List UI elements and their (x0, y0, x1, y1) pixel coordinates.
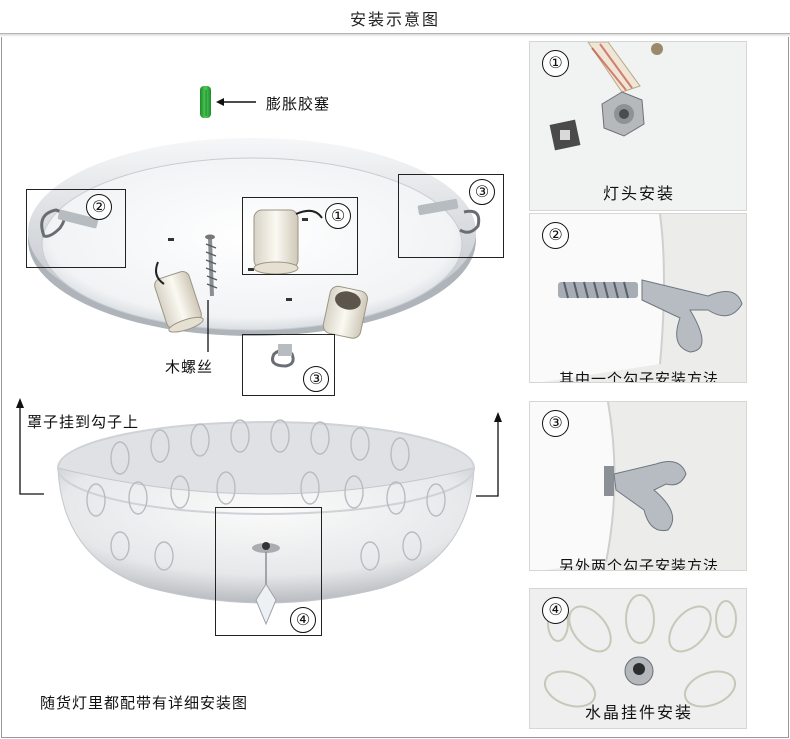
photo-number: ③ (542, 410, 569, 437)
marker-3: ③ (303, 366, 329, 392)
wall-anchor-icon (200, 86, 211, 118)
callout-box-3-bottom (242, 334, 335, 396)
page-title: 安装示意图 (349, 10, 440, 29)
lamp-socket-icon (154, 261, 204, 333)
lamp-socket-icon (322, 285, 368, 339)
photo-panel-2: ② 其中一个勾子安装方法 (529, 213, 747, 383)
photo-caption: 水晶挂件安装 (584, 703, 693, 722)
photo-number: ② (542, 222, 569, 249)
photo-number: ④ (542, 597, 569, 624)
hook-clip-icon (271, 344, 295, 368)
marker-2: ② (86, 194, 112, 220)
photo-caption: 另外两个勾子安装方法 (558, 557, 719, 571)
marker-3: ③ (469, 179, 495, 205)
hook-clip-icon (40, 208, 99, 238)
callout-box-3-right (398, 174, 504, 258)
wood-screw-icon (205, 234, 218, 297)
hook-clip-icon (417, 198, 481, 234)
bottom-note: 随货灯里都配带有详细安装图 (40, 694, 249, 712)
lamp-socket-icon (253, 209, 323, 275)
glass-shade-icon (57, 419, 475, 626)
marker-4: ④ (290, 607, 316, 633)
callout-box-4 (215, 507, 322, 636)
photo-panel-3: ③ 另外两个勾子安装方法 (529, 401, 747, 571)
callout-box-1 (242, 197, 358, 275)
photo-number: ① (542, 50, 569, 77)
wood-screw-label: 木螺丝 (165, 358, 214, 376)
marker-1: ① (325, 203, 351, 229)
callout-box-2 (26, 189, 126, 268)
photo-caption: 其中一个勾子安装方法 (558, 370, 719, 383)
photo-panel-1: ① 灯头安装 (529, 41, 747, 211)
photo-caption: 灯头安装 (602, 184, 675, 203)
photo-panel-4: ④ 水晶挂件安装 (529, 588, 747, 729)
title-bar: 安装示意图 (0, 0, 790, 37)
wall-anchor-label: 膨胀胶塞 (266, 95, 331, 113)
hang-shade-label: 罩子挂到勾子上 (27, 413, 140, 431)
